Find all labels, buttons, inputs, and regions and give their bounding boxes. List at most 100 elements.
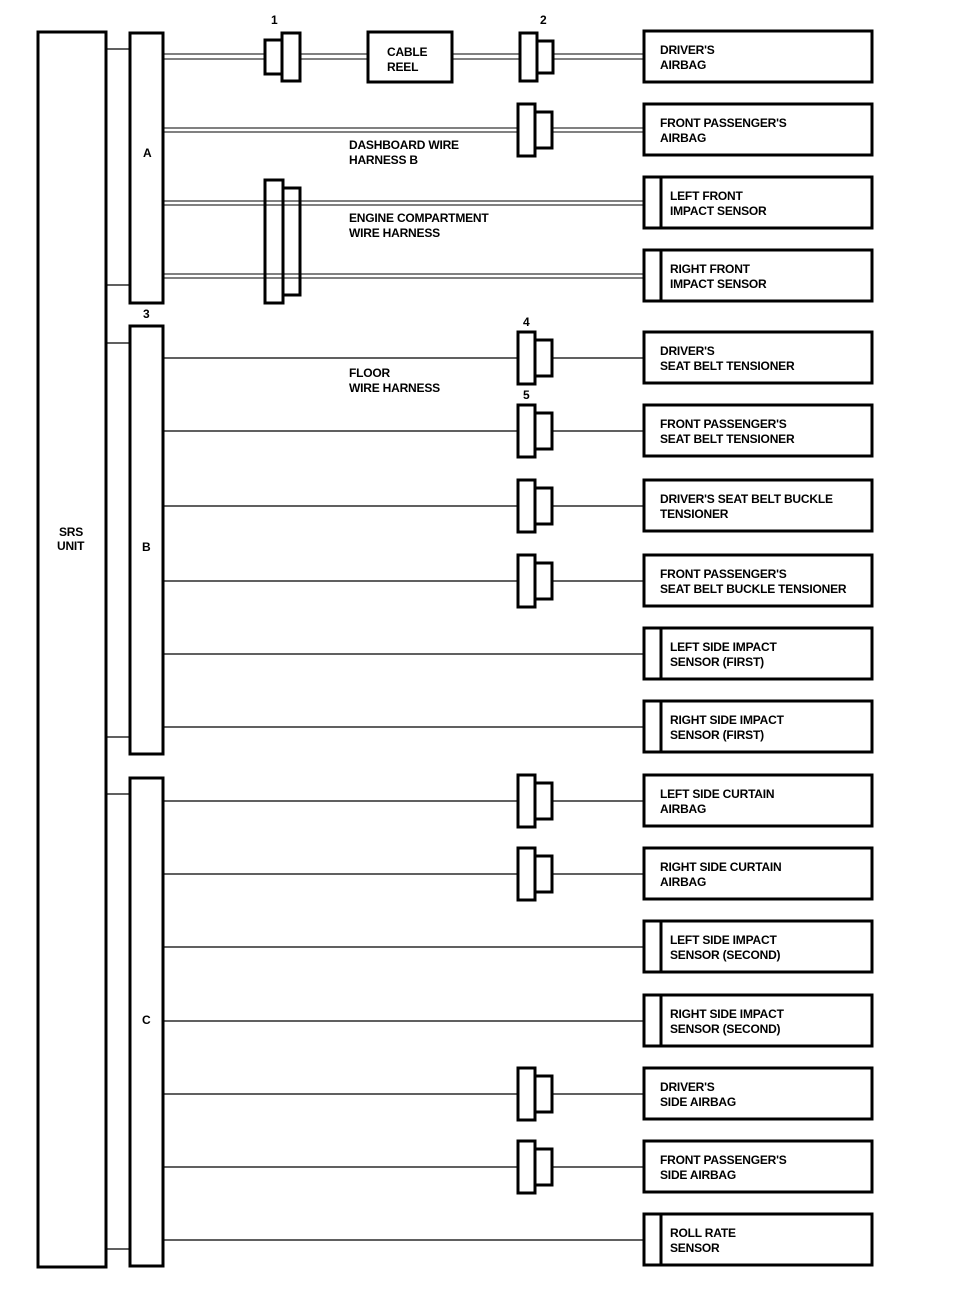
cable-reel-label-line1: CABLE — [387, 45, 428, 59]
component-label-line1: LEFT SIDE IMPACT — [670, 640, 777, 654]
component-box-front-passengers-seat-belt-tensioner — [642, 403, 874, 458]
component-label-line1: DRIVER'S — [660, 1080, 715, 1094]
component-box-front-passengers-seat-belt-buckle-tensioner — [642, 553, 874, 608]
component-label-line1: FRONT PASSENGER'S — [660, 116, 787, 130]
connector-b-box — [128, 324, 165, 756]
component-box-right-front-impact-sensor — [642, 248, 874, 303]
component-label-line2: SENSOR (SECOND) — [670, 1022, 781, 1036]
connector-mate-front-passengers-side-airbag — [533, 1147, 554, 1187]
connector-drivers-side-airbag — [516, 1066, 537, 1122]
connector-c-box — [128, 776, 165, 1268]
component-label-line2: SENSOR (FIRST) — [670, 655, 764, 669]
component-box-drivers-side-airbag — [642, 1066, 874, 1121]
connector-a-box — [128, 31, 165, 305]
component-label-line1: RIGHT FRONT — [670, 262, 751, 276]
component-label-line2: SIDE AIRBAG — [660, 1168, 736, 1182]
connector-mate-front-passengers-airbag — [533, 110, 554, 150]
callout-1: 1 — [271, 13, 278, 27]
component-label-line1: LEFT SIDE CURTAIN — [660, 787, 774, 801]
connector-1-mate — [280, 31, 302, 83]
component-label-line2: SENSOR (FIRST) — [670, 728, 764, 742]
connector-mate-right-side-curtain-airbag — [533, 854, 554, 894]
connector-mate-drivers-side-airbag — [533, 1074, 554, 1114]
component-label-line2: SEAT BELT TENSIONER — [660, 359, 795, 373]
component-label-line1: RIGHT SIDE CURTAIN — [660, 860, 782, 874]
component-label-line2: SEAT BELT TENSIONER — [660, 432, 795, 446]
dashboard-harness-label-line1: DASHBOARD WIRE — [349, 138, 459, 152]
component-label-line1: FRONT PASSENGER'S — [660, 417, 787, 431]
component-box-drivers-seat-belt-tensioner — [642, 330, 874, 385]
connector-drivers-seat-belt-buckle-tensioner — [516, 478, 537, 534]
component-label-line2: SEAT BELT BUCKLE TENSIONER — [660, 582, 847, 596]
srs-unit-label-line2: UNIT — [57, 539, 85, 553]
connector-mate-left-side-curtain-airbag — [533, 781, 554, 821]
component-label-line2: TENSIONER — [660, 507, 729, 521]
connector-c-label: C — [142, 1013, 151, 1027]
cable-reel-label-line2: REEL — [387, 60, 418, 74]
srs-unit-box — [36, 30, 108, 1269]
component-label-line2: IMPACT SENSOR — [670, 204, 767, 218]
connector-2-mate — [535, 39, 555, 75]
component-label-line1: DRIVER'S — [660, 344, 715, 358]
component-box-left-side-curtain-airbag — [642, 773, 874, 828]
connector-2 — [518, 31, 539, 83]
component-box-left-side-impact-sensor-second — [642, 919, 874, 974]
component-box-front-passengers-side-airbag — [642, 1139, 874, 1194]
connector-right-side-curtain-airbag — [516, 846, 537, 902]
component-label-line1: RIGHT SIDE IMPACT — [670, 1007, 785, 1021]
component-label-line2: AIRBAG — [660, 802, 706, 816]
component-label-line2: SENSOR (SECOND) — [670, 948, 781, 962]
callout-5: 5 — [523, 388, 530, 402]
component-label-line2: AIRBAG — [660, 875, 706, 889]
connector-front-passengers-seat-belt-tensioner — [516, 403, 537, 459]
component-box-left-front-impact-sensor — [642, 175, 874, 230]
component-box-right-side-impact-sensor-second — [642, 993, 874, 1048]
connector-1 — [263, 38, 284, 76]
component-label-line2: IMPACT SENSOR — [670, 277, 767, 291]
callout-2: 2 — [540, 13, 547, 27]
connector-front-passengers-side-airbag — [516, 1139, 537, 1195]
dashboard-harness-label-line2: HARNESS B — [349, 153, 418, 167]
component-box-roll-rate-sensor — [642, 1212, 874, 1267]
floor-harness-label-line1: FLOOR — [349, 366, 391, 380]
component-box-drivers-seat-belt-buckle-tensioner — [642, 478, 874, 533]
callout-3: 3 — [143, 307, 150, 321]
cable-reel-box — [366, 30, 454, 84]
connector-left-side-curtain-airbag — [516, 773, 537, 829]
component-label-line1: DRIVER'S SEAT BELT BUCKLE — [660, 492, 833, 506]
engine-harness-connector-inner — [281, 186, 302, 297]
component-label-line2: AIRBAG — [660, 131, 706, 145]
connector-a-label: A — [143, 146, 152, 160]
engine-harness-connector-outer — [263, 178, 285, 305]
connector-mate-drivers-seat-belt-tensioner — [533, 338, 554, 378]
connector-front-passengers-seat-belt-buckle-tensioner — [516, 553, 537, 609]
connector-mate-drivers-seat-belt-buckle-tensioner — [533, 486, 554, 526]
connector-drivers-seat-belt-tensioner — [516, 330, 537, 386]
component-label-line2: SIDE AIRBAG — [660, 1095, 736, 1109]
component-label-line1: FRONT PASSENGER'S — [660, 567, 787, 581]
component-box-right-side-impact-sensor-first — [642, 699, 874, 754]
component-box-drivers-airbag — [642, 29, 874, 84]
connector-mate-front-passengers-seat-belt-tensioner — [533, 411, 554, 451]
component-label-line2: AIRBAG — [660, 58, 706, 72]
component-label-line1: LEFT SIDE IMPACT — [670, 933, 777, 947]
connector-mate-front-passengers-seat-belt-buckle-tensioner — [533, 561, 554, 601]
